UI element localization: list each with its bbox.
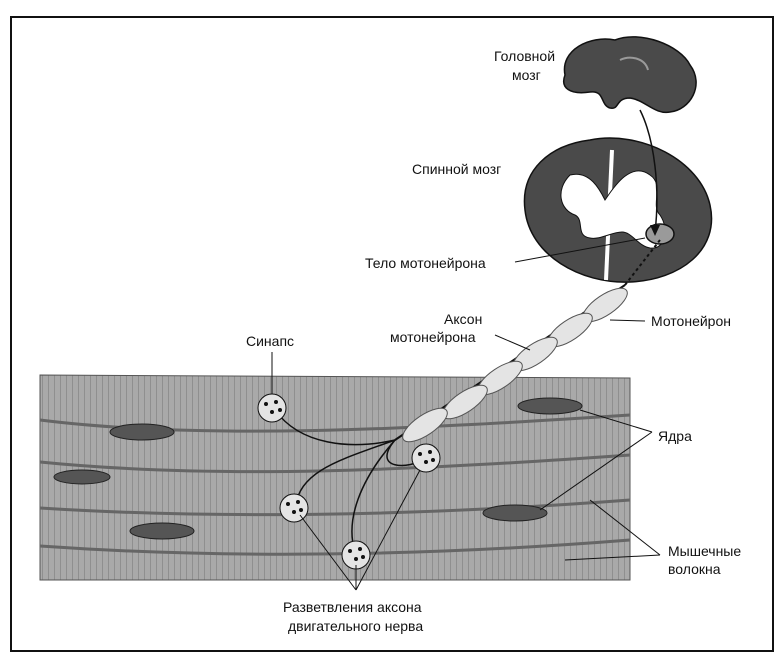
- label-synapse: Синапс: [246, 333, 294, 349]
- label-brain-line2: мозг: [512, 67, 541, 83]
- figure-frame: [10, 16, 774, 652]
- label-nuclei: Ядра: [658, 428, 692, 444]
- muscle-fibers-block: [39, 374, 631, 581]
- label-motor-neuron-body: Тело мотонейрона: [365, 255, 486, 271]
- label-axon-line1: Аксон: [444, 311, 482, 327]
- motor-neuron-axon: [394, 239, 661, 443]
- label-muscle-fibers-line2: волокна: [668, 561, 721, 577]
- brain-shape: [563, 36, 697, 114]
- brain-spinal-pathway: [639, 109, 658, 233]
- leader-lines: [271, 237, 661, 591]
- label-motor-neuron: Мотонейрон: [651, 313, 731, 329]
- label-axon-branches-line1: Разветвления аксона: [283, 599, 422, 615]
- label-spinal-cord: Спинной мозг: [412, 161, 501, 177]
- label-muscle-fibers-line1: Мышечные: [668, 543, 741, 559]
- spinal-cord-shape: [523, 137, 713, 283]
- label-axon-branches-line2: двигательного нерва: [288, 618, 423, 634]
- pathway-arrowhead: [650, 225, 660, 236]
- label-brain-line1: Головной: [494, 48, 555, 64]
- synapse-endplates: [257, 393, 441, 570]
- label-axon-line2: мотонейрона: [390, 329, 476, 345]
